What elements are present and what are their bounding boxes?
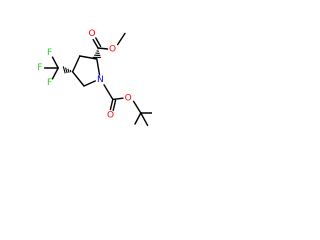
bond-cf3-f-top <box>51 56 59 69</box>
stereo-hash-bond-c2 <box>92 48 101 58</box>
bond-ester-c-carbonyl-2 <box>95 37 102 48</box>
atom-label: O <box>109 44 116 54</box>
stereo-hash-bond-c4 <box>62 66 74 74</box>
atom-label: F <box>37 63 42 73</box>
bond-tbu-methyl-2 <box>134 112 142 125</box>
bond-boc-o-tbu <box>132 100 142 114</box>
bond-n-boc-c <box>103 84 114 101</box>
bond-n1-c2 <box>96 58 101 76</box>
atom-carbonyl-o-top: O <box>87 29 97 39</box>
atom-boc-o: O <box>123 93 133 103</box>
atom-label: O <box>107 111 114 121</box>
atom-ester-o: O <box>108 44 118 54</box>
molecule-structure-canvas: O O N O O F F F <box>0 0 152 152</box>
bond-ester-c-carbonyl-1 <box>92 38 99 49</box>
atom-label: N <box>97 75 104 85</box>
atom-f-bottom: F <box>45 78 54 88</box>
bond-c3-c4 <box>71 55 81 73</box>
bond-ester-o-methyl <box>116 32 126 46</box>
atom-f-left: F <box>35 63 45 73</box>
atom-ring-n: N <box>95 75 106 85</box>
atom-label: F <box>47 48 52 58</box>
atom-label: O <box>125 93 132 103</box>
bond-boc-c-o <box>112 97 124 101</box>
atom-f-top: F <box>45 48 54 58</box>
bond-c5-n1 <box>83 79 97 87</box>
molecule-structure: O O N O O F F F <box>35 29 152 127</box>
bond-ester-c-o <box>97 47 109 50</box>
bond-tbu-methyl-3 <box>140 112 149 127</box>
bond-c2-c3 <box>79 55 98 60</box>
bond-boc-c-carbonyl-1 <box>109 98 114 111</box>
atom-boc-carbonyl-o: O <box>106 111 116 121</box>
bond-cf3-f-bottom <box>51 67 59 80</box>
bond-c4-c5 <box>71 71 85 87</box>
bond-boc-c-carbonyl-2 <box>112 99 117 112</box>
atom-label: F <box>47 78 52 88</box>
atom-label: O <box>88 29 95 39</box>
